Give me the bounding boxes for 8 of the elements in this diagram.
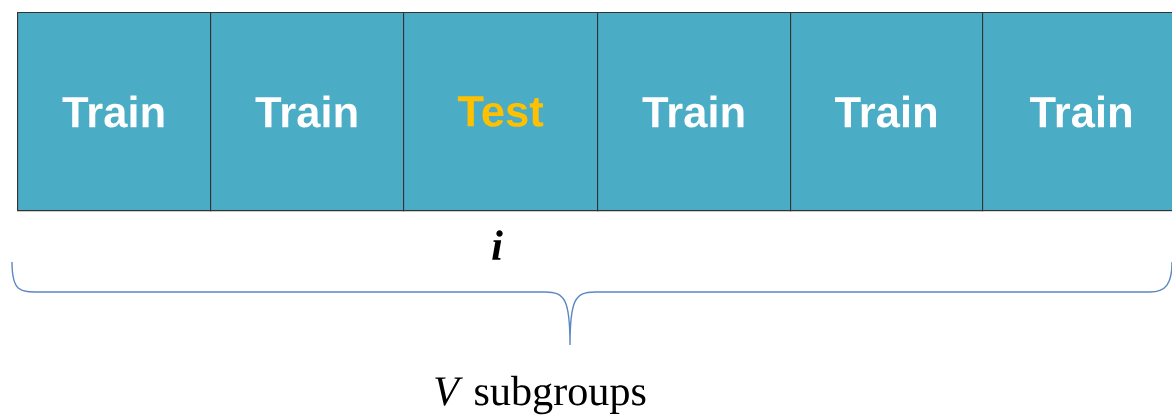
- cell-box: Train: [790, 12, 984, 212]
- cell-box: Train: [17, 12, 212, 212]
- label-text: V subgroups: [435, 375, 646, 415]
- label-text: i: [492, 230, 503, 260]
- cell-box: Train: [210, 12, 405, 212]
- cell-box: Test: [403, 12, 599, 212]
- cell-box: Train: [982, 12, 1172, 212]
- cell-box: Train: [597, 12, 792, 212]
